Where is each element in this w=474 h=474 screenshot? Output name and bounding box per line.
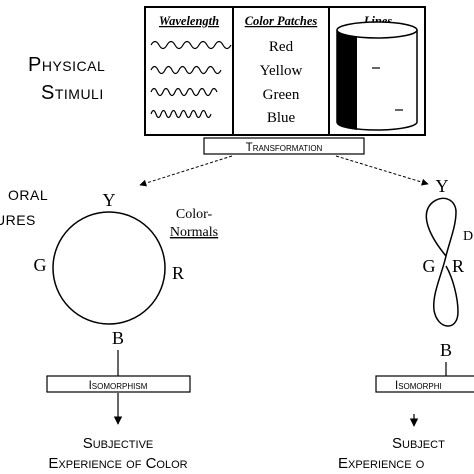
second-group-label-fragment: D (463, 229, 473, 244)
color-patches-header: Color Patches (245, 14, 318, 28)
wave-medium-long (150, 65, 222, 75)
second-experience-line1: Subject (392, 435, 445, 452)
behavioral-structures-line1: oral (8, 183, 48, 205)
color-normals-node-r: R (172, 263, 184, 283)
color-normals-node-b: B (112, 328, 124, 348)
subjective-experience-line2: Experience of Color (48, 455, 187, 472)
isomorphism-label-left: Isomorphism (89, 380, 148, 392)
color-patch-green: Green (263, 87, 300, 103)
color-normals-node-g: G (34, 255, 47, 275)
wave-medium-short (150, 87, 218, 97)
physical-stimuli-label-line1: Physical (28, 54, 105, 76)
color-normals-node-y: Y (103, 190, 116, 210)
stimulus-table (144, 6, 426, 136)
color-patch-yellow: Yellow (260, 63, 303, 79)
isomorphism-label-right: Isomorphi (395, 380, 442, 392)
color-normals-circle (52, 211, 166, 325)
color-patch-blue: Blue (267, 110, 296, 126)
wavelength-header: Wavelength (159, 14, 219, 28)
arrow-to-second-group (335, 155, 429, 186)
physical-stimuli-label-line2: Stimuli (41, 82, 104, 104)
wave-long (150, 40, 232, 50)
second-group-node-y: Y (436, 176, 449, 196)
color-normals-label-line2: Normals (170, 225, 218, 240)
second-group-node-b: B (440, 340, 452, 360)
cylinder-icon (336, 21, 418, 131)
wave-short (150, 109, 212, 119)
second-experience-line2: Experience o (338, 455, 425, 472)
color-patch-red: Red (269, 39, 294, 55)
behavioral-structures-line2: ures (0, 208, 36, 230)
isomorphism-box-right (375, 375, 474, 393)
second-group-node-r: R (452, 256, 464, 276)
second-group-node-g: G (423, 256, 436, 276)
transformation-box (203, 137, 365, 155)
figure-eight-curve (425, 197, 459, 327)
transformation-label: Transformation (246, 142, 323, 154)
color-normals-label-line1: Color- (176, 207, 213, 222)
wavelength-waves (150, 40, 232, 119)
isomorphism-box-left (46, 375, 191, 393)
arrow-to-color-normals (139, 155, 233, 187)
subjective-experience-line1: Subjective (83, 435, 154, 452)
